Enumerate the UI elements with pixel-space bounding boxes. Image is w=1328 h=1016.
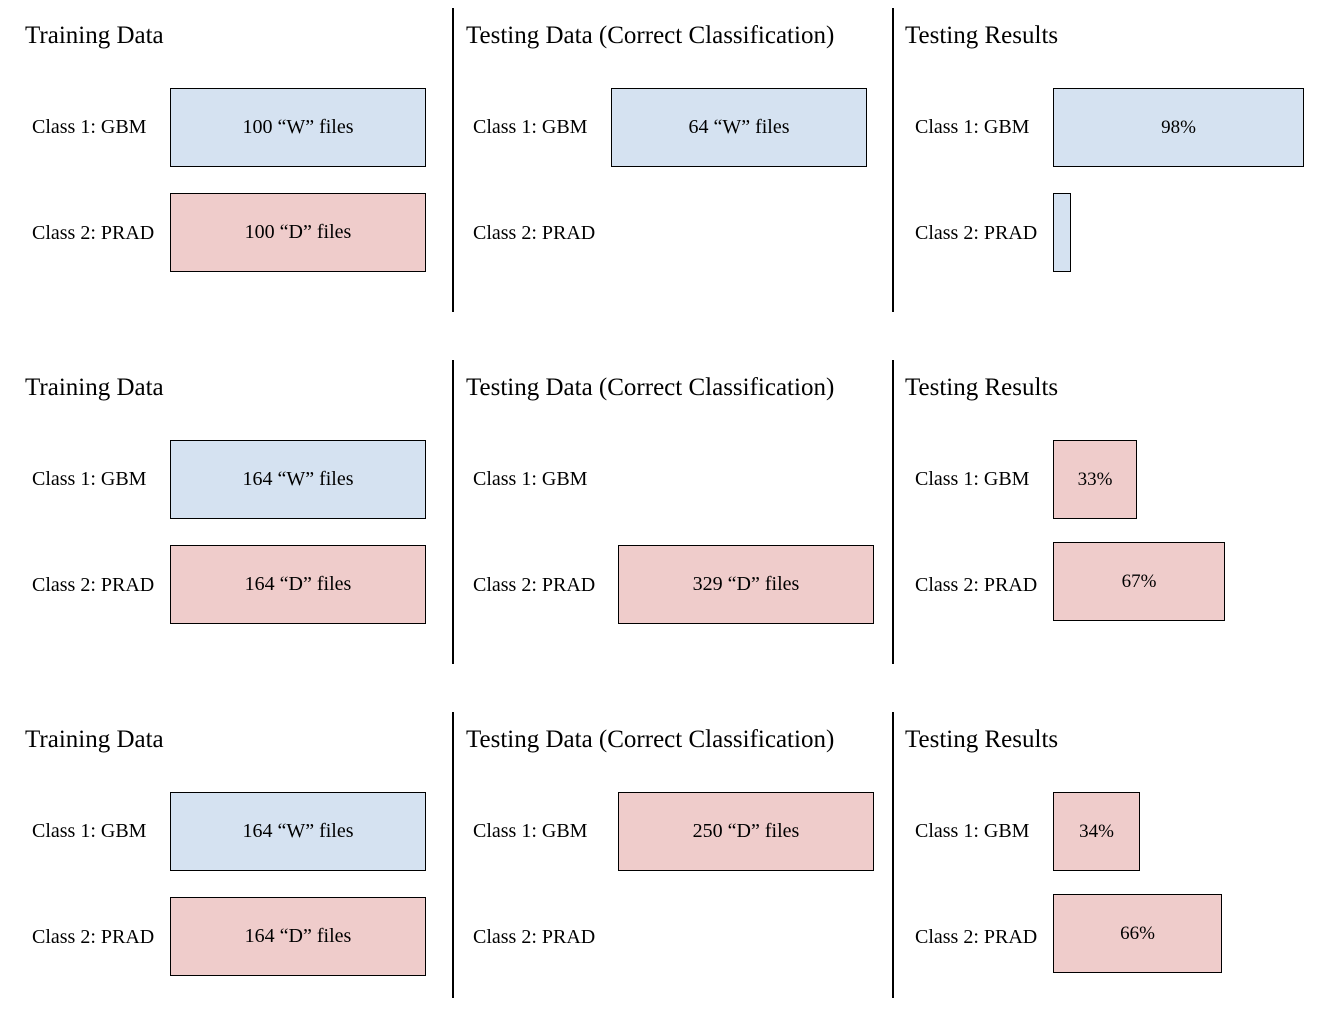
result-class1-percent: 34% — [1079, 820, 1114, 842]
experiment-1: Training Data Testing Data (Correct Clas… — [0, 8, 1328, 312]
testing-class1-text: 64 “W” files — [688, 116, 790, 138]
training-data-heading: Training Data — [25, 22, 164, 49]
column-divider — [892, 8, 894, 312]
testing-class2-box: 329 “D” files — [618, 545, 874, 624]
result-class1-bar: 34% — [1053, 792, 1140, 871]
column-divider — [892, 712, 894, 998]
training-class1-text: 164 “W” files — [242, 468, 354, 490]
class2-label: Class 2: PRAD — [32, 574, 155, 596]
testing-class1-text: 250 “D” files — [692, 820, 800, 842]
column-divider — [452, 360, 454, 664]
testing-results-heading: Testing Results — [905, 22, 1059, 49]
result-class2-percent: 67% — [1121, 570, 1157, 592]
testing-class1-box: 250 “D” files — [618, 792, 874, 871]
training-data-heading: Training Data — [25, 374, 164, 401]
class1-label: Class 1: GBM — [32, 820, 147, 842]
result-class2-bar: 66% — [1053, 894, 1222, 973]
training-class1-text: 164 “W” files — [242, 820, 354, 842]
result-class2-bar: 67% — [1053, 542, 1225, 621]
testing-class2-text: 329 “D” files — [692, 573, 800, 595]
testing-data-heading: Testing Data (Correct Classification) — [466, 726, 835, 753]
class1-label: Class 1: GBM — [32, 468, 147, 490]
result-class1-percent: 98% — [1161, 116, 1196, 138]
result-class1-bar: 98% — [1053, 88, 1304, 167]
class2-label: Class 2: PRAD — [473, 926, 596, 948]
training-class1-box: 164 “W” files — [170, 792, 426, 871]
training-data-heading: Training Data — [25, 726, 164, 753]
testing-data-heading: Testing Data (Correct Classification) — [466, 374, 835, 401]
training-class1-box: 164 “W” files — [170, 440, 426, 519]
testing-data-heading: Testing Data (Correct Classification) — [466, 22, 835, 49]
testing-results-heading: Testing Results — [905, 374, 1059, 401]
training-class2-box: 164 “D” files — [170, 897, 426, 976]
class1-label: Class 1: GBM — [473, 116, 588, 138]
training-class2-box: 100 “D” files — [170, 193, 426, 272]
training-class2-text: 100 “D” files — [244, 221, 352, 243]
column-divider — [452, 8, 454, 312]
column-divider — [892, 360, 894, 664]
result-class2-percent: 66% — [1120, 922, 1155, 944]
result-class2-bar — [1053, 193, 1071, 272]
experiment-2: Training Data Testing Data (Correct Clas… — [0, 360, 1328, 664]
class2-label: Class 2: PRAD — [915, 574, 1038, 596]
training-class1-text: 100 “W” files — [242, 116, 354, 138]
experiment-3: Training Data Testing Data (Correct Clas… — [0, 712, 1328, 1016]
training-class2-text: 164 “D” files — [244, 573, 352, 595]
result-class1-percent: 33% — [1077, 468, 1113, 490]
class1-label: Class 1: GBM — [473, 820, 588, 842]
class1-label: Class 1: GBM — [915, 116, 1030, 138]
class1-label: Class 1: GBM — [473, 468, 588, 490]
class2-label: Class 2: PRAD — [32, 222, 155, 244]
class2-label: Class 2: PRAD — [32, 926, 155, 948]
class1-label: Class 1: GBM — [915, 468, 1030, 490]
class2-label: Class 2: PRAD — [915, 222, 1038, 244]
testing-class1-box: 64 “W” files — [611, 88, 867, 167]
class1-label: Class 1: GBM — [32, 116, 147, 138]
column-divider — [452, 712, 454, 998]
training-class2-box: 164 “D” files — [170, 545, 426, 624]
class2-label: Class 2: PRAD — [473, 574, 596, 596]
testing-results-heading: Testing Results — [905, 726, 1059, 753]
class2-label: Class 2: PRAD — [473, 222, 596, 244]
class2-label: Class 2: PRAD — [915, 926, 1038, 948]
training-class2-text: 164 “D” files — [244, 925, 352, 947]
class1-label: Class 1: GBM — [915, 820, 1030, 842]
training-class1-box: 100 “W” files — [170, 88, 426, 167]
result-class1-bar: 33% — [1053, 440, 1137, 519]
